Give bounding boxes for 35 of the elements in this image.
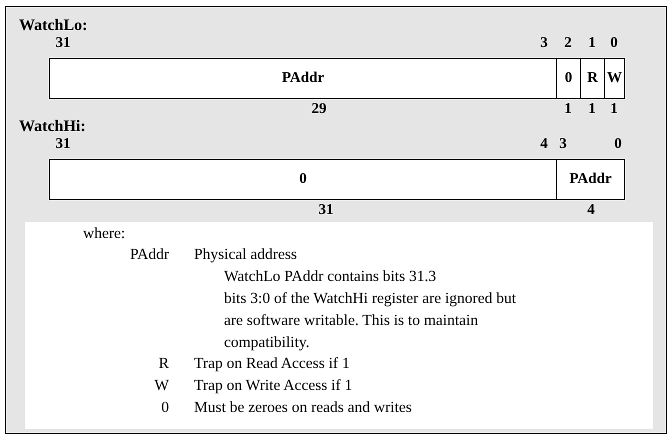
bit-number: 31	[56, 35, 70, 51]
bit-number: 31	[56, 136, 70, 152]
bit-field: 0	[49, 159, 557, 200]
field-description: Trap on Read Access if 1	[194, 354, 350, 374]
field-width: 1	[610, 101, 618, 117]
field-description: Trap on Write Access if 1	[194, 376, 352, 396]
bit-number: 2	[564, 35, 572, 51]
bit-number: 1	[588, 35, 596, 51]
where-label: where:	[83, 224, 126, 244]
note-text: WatchLo PAddr contains bits 31.3	[224, 267, 436, 287]
bit-number: 3	[559, 136, 567, 152]
field-width: 29	[312, 101, 326, 117]
register-name: WatchLo:	[19, 17, 88, 35]
legend-panel	[25, 222, 653, 429]
register-name: WatchHi:	[19, 118, 86, 136]
field-description: Physical address	[194, 245, 297, 265]
field-name: W	[154, 376, 169, 396]
bit-number: 3	[540, 35, 548, 51]
field-description: Must be zeroes on reads and writes	[194, 398, 412, 418]
note-text: bits 3:0 of the WatchHi register are ignored but are software writable. This is to maintain compatibility.	[224, 289, 518, 353]
field-width: 1	[588, 101, 596, 117]
bit-field: PAddr	[556, 159, 625, 200]
field-name: 0	[161, 398, 169, 418]
field-width: 1	[564, 101, 572, 117]
field-width: 31	[318, 202, 334, 218]
bit-field: W	[604, 58, 625, 99]
field-width: 4	[587, 202, 595, 218]
bit-number: 0	[614, 136, 622, 152]
field-name: PAddr	[130, 245, 169, 265]
bit-field: R	[580, 58, 605, 99]
bit-field: PAddr	[49, 58, 557, 99]
bit-number: 4	[540, 136, 548, 152]
field-name: R	[158, 354, 169, 374]
bit-field: 0	[556, 58, 581, 99]
bit-number: 0	[610, 35, 618, 51]
